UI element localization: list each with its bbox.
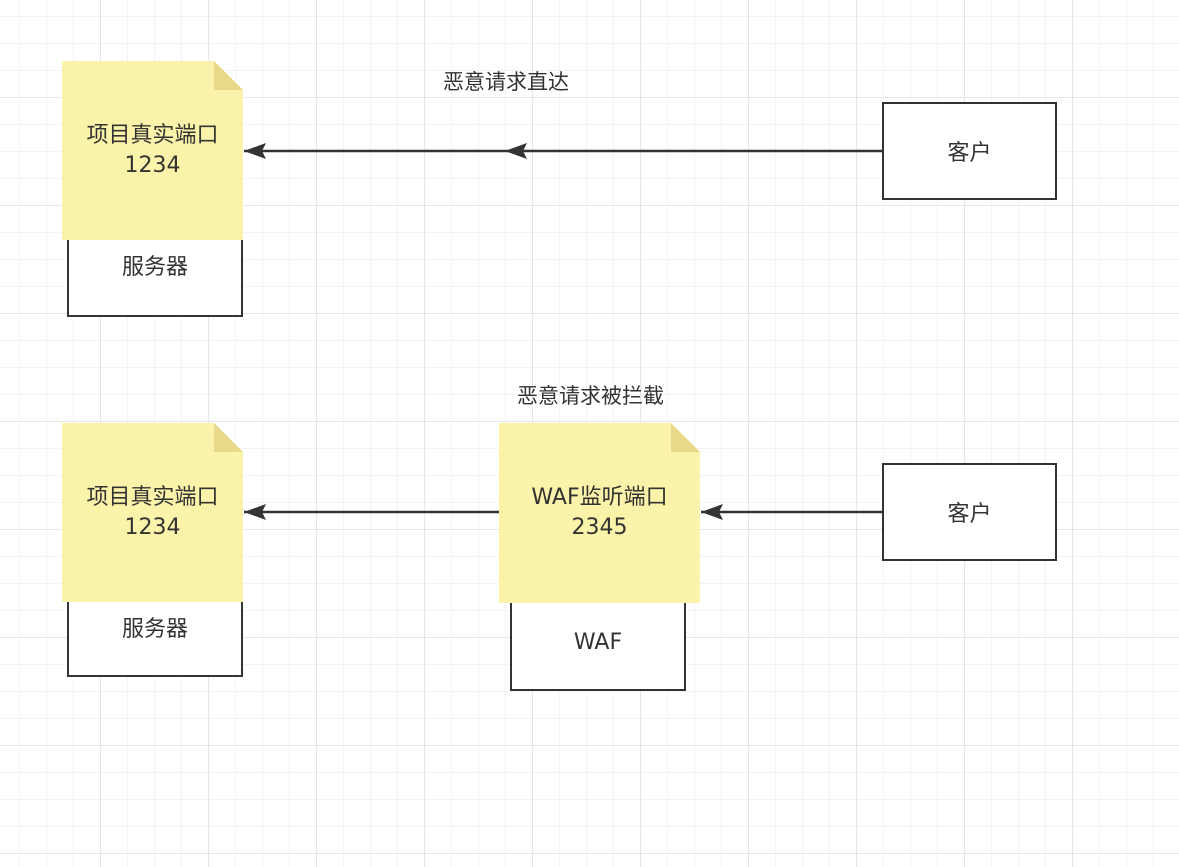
server-box-top-label: 服务器 (121, 255, 188, 280)
server-box-bottom-label: 服务器 (121, 617, 188, 642)
waf-port-note-line2: 2345 (571, 515, 628, 540)
waf-port-note-line1: WAF监听端口 (531, 485, 668, 510)
edge-direct-mid-arrowhead (505, 143, 527, 159)
edge-client-to-waf-arrowhead (701, 504, 723, 520)
edge-waf-to-server[interactable] (244, 504, 499, 520)
waf-port-note[interactable]: WAF监听端口 2345 (499, 423, 700, 603)
edge-blocked-label: 恶意请求被拦截 (517, 384, 664, 408)
port-note-bottom[interactable]: 项目真实端口 1234 (62, 423, 243, 602)
note-shape-waf (499, 423, 700, 603)
note-shape-bottom (62, 423, 243, 602)
note-shape-top (62, 61, 243, 240)
waf-box[interactable]: WAF (510, 590, 686, 691)
edge-client-to-waf[interactable] (701, 504, 882, 520)
edge-direct[interactable] (244, 143, 882, 159)
port-note-bottom-line1: 项目真实端口 (86, 484, 219, 510)
client-box-top[interactable]: 客户 (882, 102, 1057, 200)
edge-waf-to-server-arrowhead (244, 504, 266, 520)
port-note-bottom-line2: 1234 (124, 514, 181, 540)
edge-direct-arrowhead (244, 143, 266, 159)
edge-direct-label: 恶意请求直达 (443, 70, 569, 94)
port-note-top-line1: 项目真实端口 (86, 122, 219, 148)
port-note-top[interactable]: 项目真实端口 1234 (62, 61, 243, 240)
port-note-top-line2: 1234 (124, 152, 181, 178)
client-box-top-label: 客户 (947, 141, 992, 166)
waf-box-label: WAF (573, 630, 623, 655)
client-box-bottom-label: 客户 (947, 502, 992, 527)
client-box-bottom[interactable]: 客户 (882, 463, 1057, 561)
